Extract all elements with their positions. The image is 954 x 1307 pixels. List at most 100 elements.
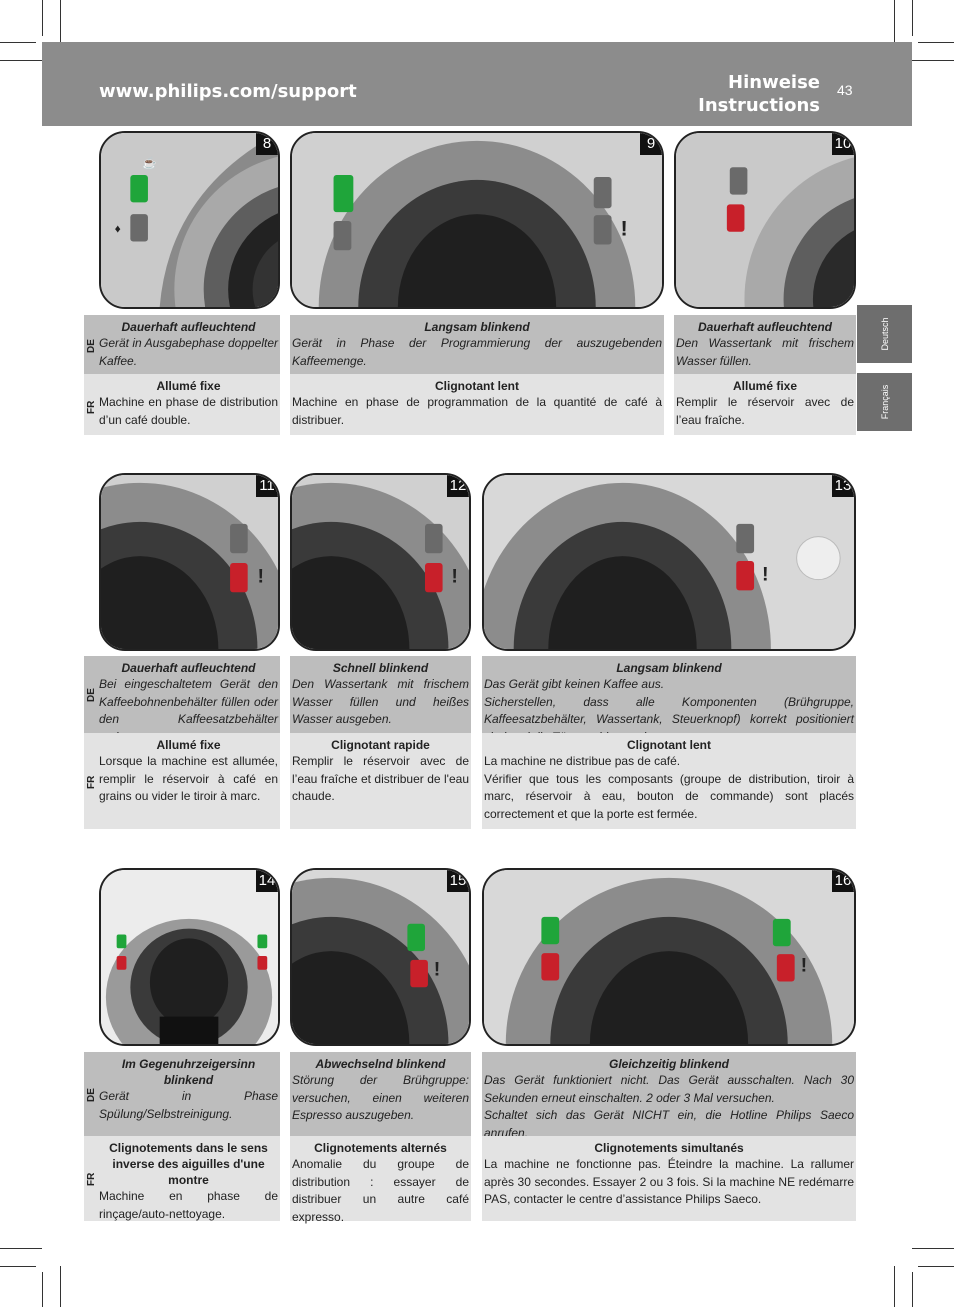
crop-mark — [60, 1266, 61, 1307]
de-text: Störung der Brühgruppe: versuchen, einen… — [292, 1073, 469, 1122]
fr-text: La machine ne fonctionne pas. Éteindre l… — [484, 1157, 854, 1206]
crop-mark — [918, 1266, 954, 1267]
crop-mark — [42, 0, 43, 36]
de-block: Schnell blinkend Den Wassertank mit fris… — [290, 656, 471, 733]
figure-15-number: 15 — [447, 870, 469, 892]
lang-label-fr: FR — [86, 775, 97, 789]
fr-title: Allumé fixe — [156, 738, 221, 752]
figure-13-photo: ! 13 — [482, 473, 856, 651]
tab-deutsch-label: Deutsch — [879, 317, 890, 351]
de-text: Gerät in Phase der Programmierung der au… — [292, 336, 662, 368]
de-title: Gleichzeitig blinkend — [608, 1057, 730, 1071]
fr-title: Clignotant rapide — [331, 738, 430, 752]
fr-block: Clignotant lent La machine ne distribue … — [482, 733, 856, 829]
de-title: Dauerhaft aufleuchtend — [121, 320, 256, 334]
fr-title: Clignotant lent — [627, 738, 711, 752]
crop-mark — [912, 1248, 954, 1249]
figure-10-photo: 10 — [674, 131, 856, 309]
fr-text: Anomalie du groupe de distribution : ess… — [292, 1157, 469, 1224]
figure-8-caption: DE Dauerhaft aufleuchtend Gerät in Ausga… — [84, 315, 280, 435]
de-title: Schnell blinkend — [332, 661, 429, 675]
de-text: Das Gerät funktioniert nicht. Das Gerät … — [484, 1073, 854, 1105]
figure-8-number: 8 — [256, 133, 278, 155]
machine-panel-image: ! — [484, 475, 854, 649]
figure-9-number: 9 — [640, 133, 662, 155]
de-text: Gerät in Phase Spülung/Selbstreinigung. — [99, 1089, 278, 1121]
machine-panel-image: ! — [292, 870, 469, 1044]
machine-panel-image: ! — [292, 475, 469, 649]
fr-text: Machine en phase de rinçage/auto-nettoya… — [99, 1189, 278, 1221]
fr-block: Clignotant rapide Remplir le réservoir a… — [290, 733, 471, 829]
lang-label-de: DE — [86, 339, 97, 353]
svg-text:♦: ♦ — [115, 223, 121, 236]
figure-13-number: 13 — [832, 475, 854, 497]
svg-text:!: ! — [801, 955, 808, 977]
de-block: DE Dauerhaft aufleuchtend Gerät in Ausga… — [84, 315, 280, 374]
fr-block: Clignotant lent Machine en phase de prog… — [290, 374, 664, 435]
figure-15-photo: ! 15 — [290, 868, 471, 1046]
de-text: Das Gerät gibt keinen Kaffee aus. — [484, 677, 665, 691]
figure-9-photo: ! 9 — [290, 131, 664, 309]
section-title-fr: Instructions — [698, 95, 820, 116]
fr-block: Clignotements alternés Anomalie du group… — [290, 1136, 471, 1224]
figure-9-caption: Langsam blinkend Gerät in Phase der Prog… — [290, 315, 664, 435]
support-link[interactable]: www.philips.com/support — [99, 81, 357, 102]
section-title-de: Hinweise — [728, 72, 820, 93]
fr-title: Clignotements alternés — [314, 1141, 447, 1155]
page-header: www.philips.com/support Hinweise Instruc… — [42, 42, 912, 126]
machine-panel-image: ! — [101, 475, 278, 649]
crop-mark — [918, 42, 954, 43]
de-block: DE Dauerhaft aufleuchtend Bei eingeschal… — [84, 656, 280, 744]
tab-francais-label: Français — [879, 384, 890, 420]
figure-13-caption: Langsam blinkend Das Gerät gibt keinen K… — [482, 656, 856, 829]
lang-label-fr: FR — [86, 400, 97, 414]
lang-label-fr: FR — [86, 1172, 97, 1186]
fr-block: Clignotements simultanés La machine ne f… — [482, 1136, 856, 1221]
crop-mark — [0, 1266, 36, 1267]
crop-mark — [894, 1266, 895, 1307]
tab-deutsch[interactable]: Deutsch — [857, 305, 912, 363]
fr-block: FR Allumé fixe Machine en phase de distr… — [84, 374, 280, 435]
de-block: Abwechselnd blinkend Störung der Brühgru… — [290, 1052, 471, 1136]
fr-block: FR Clignotements dans le sens inverse de… — [84, 1136, 280, 1221]
de-title: Abwechselnd blinkend — [315, 1057, 446, 1071]
figure-8-photo: ☕ ♦ 8 — [99, 131, 280, 309]
crop-mark — [912, 0, 913, 36]
figure-11-number: 11 — [256, 475, 278, 497]
figure-16-photo: ! 16 — [482, 868, 856, 1046]
figure-12-caption: Schnell blinkend Den Wassertank mit fris… — [290, 656, 471, 829]
lang-label-de: DE — [86, 1088, 97, 1102]
fr-text: Machine en phase de programmation de la … — [292, 395, 662, 427]
tab-francais[interactable]: Français — [857, 373, 912, 431]
svg-text:!: ! — [762, 564, 769, 586]
crop-mark — [42, 1272, 43, 1307]
de-text: Den Wassertank mit frischem Wasser fülle… — [676, 336, 854, 368]
fr-title: Clignotements simultanés — [594, 1141, 744, 1155]
fr-text: Machine en phase de distribution d’un ca… — [99, 395, 278, 427]
de-block: Dauerhaft aufleuchtend Den Wassertank mi… — [674, 315, 856, 374]
crop-mark — [60, 0, 61, 42]
figure-14-photo: 14 — [99, 868, 280, 1046]
machine-panel-image: ! — [292, 133, 662, 307]
de-block: Langsam blinkend Das Gerät gibt keinen K… — [482, 656, 856, 744]
fr-text-2: Vérifier que tous les composants (groupe… — [484, 771, 854, 821]
de-title: Dauerhaft aufleuchtend — [121, 661, 256, 675]
fr-title: Allumé fixe — [156, 379, 221, 393]
machine-panel-image — [101, 870, 278, 1044]
svg-text:!: ! — [434, 959, 441, 981]
crop-mark — [894, 0, 895, 42]
crop-mark — [0, 1248, 42, 1249]
de-block: DE Im Gegenuhrzeigersinn blinkend Gerät … — [84, 1052, 280, 1136]
svg-text:!: ! — [451, 566, 458, 588]
machine-panel-image: ! — [484, 870, 854, 1044]
crop-mark — [912, 60, 954, 61]
figure-16-caption: Gleichzeitig blinkend Das Gerät funktion… — [482, 1052, 856, 1221]
de-block: Gleichzeitig blinkend Das Gerät funktion… — [482, 1052, 856, 1140]
de-text: Den Wassertank mit frischem Wasser fülle… — [292, 677, 469, 726]
figure-10-caption: Dauerhaft aufleuchtend Den Wassertank mi… — [674, 315, 856, 435]
lang-label-de: DE — [86, 688, 97, 702]
crop-mark — [0, 60, 42, 61]
figure-12-number: 12 — [447, 475, 469, 497]
fr-block: FR Allumé fixe Lorsque la machine est al… — [84, 733, 280, 829]
figure-14-caption: DE Im Gegenuhrzeigersinn blinkend Gerät … — [84, 1052, 280, 1221]
